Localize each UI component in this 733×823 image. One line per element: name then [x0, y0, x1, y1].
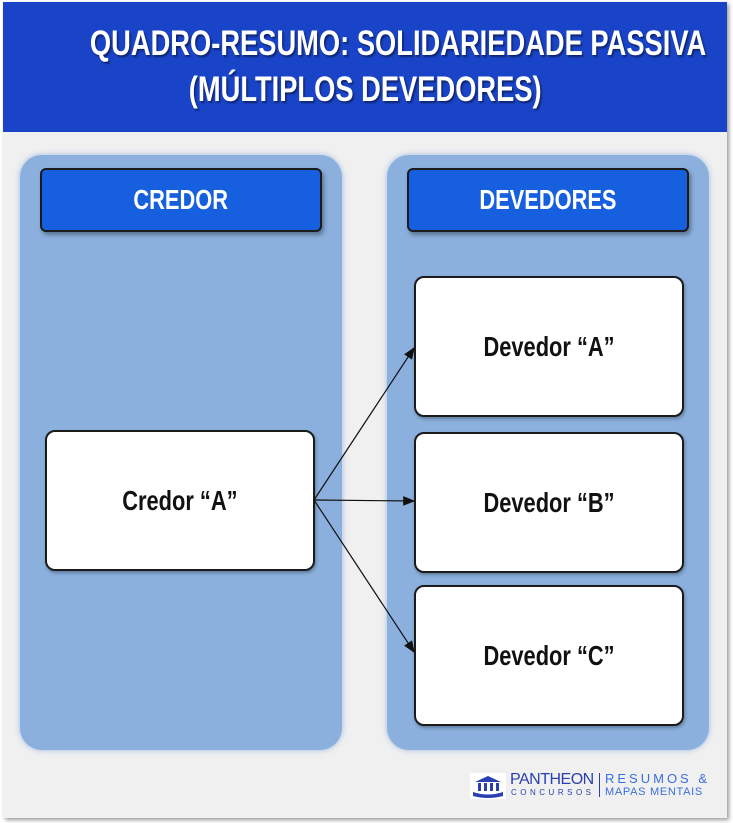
temple-icon: [470, 773, 506, 799]
pantheon-logo: PANTHEON CONCURSOS RESUMOS & MAPAS MENTA…: [470, 771, 710, 801]
arrow-to-devedor-a: [313, 346, 415, 501]
devedor-c-box: Devedor “C”: [414, 585, 684, 726]
logo-tag-1: RESUMOS &: [605, 771, 711, 786]
arrow-to-devedor-b: [313, 496, 416, 506]
logo-brand: PANTHEON: [510, 771, 594, 788]
devedor-b-box: Devedor “B”: [414, 432, 684, 573]
logo-divider: [599, 773, 600, 797]
credor-a-box: Credor “A”: [45, 430, 315, 571]
devedor-a-box: Devedor “A”: [414, 276, 684, 417]
devedores-header: DEVEDORES: [407, 168, 689, 232]
logo-sub: CONCURSOS: [511, 788, 595, 797]
logo-tag-2: MAPAS MENTAIS: [605, 786, 703, 798]
credor-header: CREDOR: [40, 168, 322, 232]
title-line-1: QUADRO-RESUMO: SOLIDARIEDADE PASSIVA: [89, 24, 707, 63]
arrow-to-devedor-c: [313, 499, 415, 654]
title-line-2: (MÚLTIPLOS DEVEDORES): [188, 70, 542, 109]
title-banner: QUADRO-RESUMO: SOLIDARIEDADE PASSIVA (MÚ…: [3, 2, 727, 132]
